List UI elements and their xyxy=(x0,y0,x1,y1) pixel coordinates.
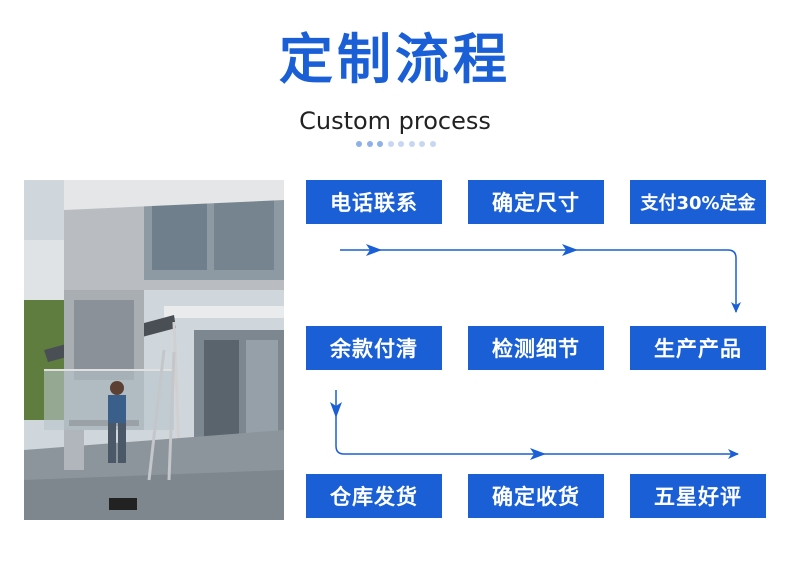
step-confirm-size: 确定尺寸 xyxy=(468,180,604,224)
installation-photo xyxy=(24,180,284,520)
step-five-star-review: 五星好评 xyxy=(630,474,766,518)
page-subtitle: Custom process xyxy=(299,107,491,135)
step-pay-deposit: 支付30%定金 xyxy=(630,180,766,224)
page-title: 定制流程 xyxy=(279,28,511,91)
dot xyxy=(408,141,415,147)
dot xyxy=(398,141,405,147)
dot xyxy=(366,141,373,147)
step-produce-product: 生产产品 xyxy=(630,326,766,370)
step-confirm-receipt: 确定收货 xyxy=(468,474,604,518)
step-warehouse-shipping: 仓库发货 xyxy=(306,474,442,518)
dot xyxy=(387,141,394,147)
dot xyxy=(419,141,426,147)
step-inspect-details: 检测细节 xyxy=(468,326,604,370)
dot xyxy=(429,141,436,147)
dot xyxy=(356,141,362,147)
step-pay-balance: 余款付清 xyxy=(306,326,442,370)
step-phone-contact: 电话联系 xyxy=(306,180,442,224)
dot xyxy=(377,141,384,147)
balcony-awning-illustration xyxy=(24,180,284,520)
decorative-dots xyxy=(356,140,436,148)
